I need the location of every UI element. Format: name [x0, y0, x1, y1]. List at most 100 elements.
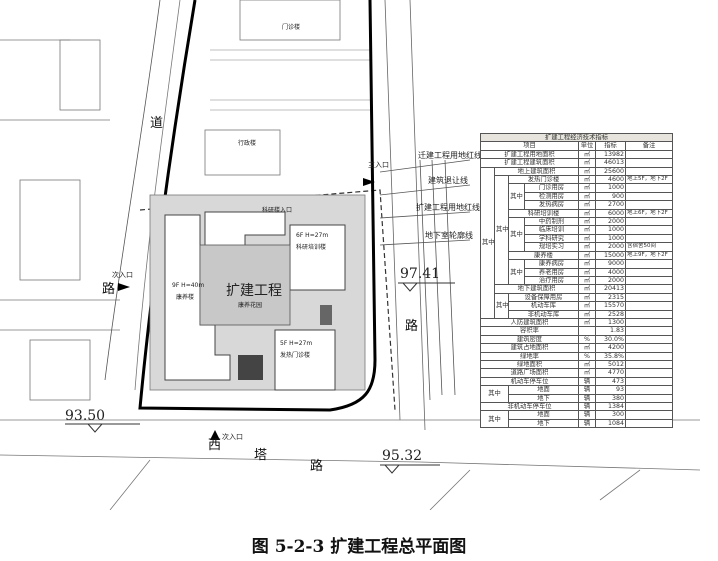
- item-cell: 治疗用房: [524, 275, 579, 286]
- note-cell: [624, 401, 674, 412]
- fever-label: 发热门诊楼: [280, 352, 311, 359]
- value-cell: 1000: [595, 183, 626, 193]
- admin-label: 行政楼: [238, 140, 257, 147]
- item-cell: 中药制剂: [524, 217, 579, 227]
- unit-cell: ㎡: [578, 275, 596, 286]
- note-cell: [624, 183, 674, 193]
- main-entrance-label: 主入口: [368, 161, 389, 169]
- item-cell: 地下建筑面积: [494, 284, 579, 294]
- note-cell: [624, 376, 674, 387]
- table-row: 绿地率%35.8%: [480, 351, 674, 361]
- road-label: 路: [310, 459, 324, 474]
- note-cell: [624, 410, 674, 420]
- value-cell: 20413: [595, 284, 626, 294]
- item-cell: 非机动车停车位: [480, 401, 579, 412]
- note-cell: [624, 385, 674, 395]
- table-row: 建筑密度%30.0%: [480, 334, 674, 345]
- item-cell: 绿地率: [480, 351, 579, 361]
- unit-cell: ㎡: [578, 292, 596, 303]
- item-cell: 科研培训楼: [508, 208, 579, 219]
- unit-cell: ㎡: [578, 309, 596, 319]
- item-cell: 临床培训: [524, 225, 579, 235]
- legend-line-label: 迁建工程用地红线: [418, 151, 482, 160]
- group-label-cell: 其中: [494, 175, 509, 286]
- value-cell: 380: [595, 393, 626, 404]
- note-cell: [624, 200, 674, 210]
- value-cell: 1300: [595, 317, 626, 328]
- item-cell: 门诊用房: [524, 183, 579, 193]
- item-cell: 扩建工程建筑面积: [480, 158, 579, 168]
- item-cell: 检测用房: [524, 191, 579, 202]
- header-note: 备注: [624, 141, 674, 151]
- unit-cell: ㎡: [578, 217, 596, 227]
- value-cell: 46013: [595, 158, 626, 168]
- note-cell: [624, 393, 674, 404]
- note-cell: [624, 317, 674, 328]
- note-cell: 含宿舍50间: [624, 242, 674, 252]
- value-cell: 300: [595, 410, 626, 420]
- unit-cell: ㎡: [578, 208, 596, 219]
- unit-cell: ㎡: [578, 317, 596, 328]
- note-cell: [624, 166, 674, 177]
- west-entrance-label: 次入口: [112, 271, 133, 279]
- unit-cell: ㎡: [578, 368, 596, 378]
- value-cell: 1384: [595, 401, 626, 412]
- note-cell: [624, 267, 674, 277]
- value-cell: 2000: [595, 217, 626, 227]
- unit-cell: ㎡: [578, 343, 596, 353]
- west-entrance-arrow-icon: [118, 283, 130, 291]
- outpatient-label: 门诊楼: [282, 24, 301, 31]
- project-label: 扩建工程: [226, 283, 282, 299]
- note-cell: [624, 326, 674, 336]
- note-cell: [624, 259, 674, 269]
- item-cell: 道路广场面积: [480, 368, 579, 378]
- item-cell: 扩建工程用地面积: [480, 149, 579, 160]
- item-cell: 地下: [508, 418, 579, 429]
- value-cell: 4770: [595, 368, 626, 378]
- group-label-cell: 其中: [480, 385, 509, 403]
- group-label-cell: 其中: [508, 259, 525, 286]
- value-cell: 15570: [595, 301, 626, 311]
- unit-cell: %: [578, 334, 596, 345]
- unit-cell: ㎡: [578, 301, 596, 311]
- value-cell: 25600: [595, 166, 626, 177]
- unit-cell: ㎡: [578, 284, 596, 294]
- value-cell: 4200: [595, 343, 626, 353]
- item-cell: 地上建筑面积: [494, 166, 579, 177]
- value-cell: 2528: [595, 309, 626, 319]
- value-cell: 2315: [595, 292, 626, 303]
- item-cell: 康养病房: [524, 259, 579, 269]
- unit-cell: [578, 326, 596, 336]
- item-cell: 机动车停车位: [480, 376, 579, 387]
- note-cell: [624, 292, 674, 303]
- note-cell: [624, 418, 674, 429]
- item-cell: 学科研究: [524, 233, 579, 244]
- road-label: 西: [208, 438, 222, 453]
- legend-line-label: 扩建工程用地红线: [416, 203, 480, 212]
- research-label: 科研培训楼: [296, 244, 327, 251]
- note-cell: 地上5F，地下2F: [624, 175, 674, 185]
- value-cell: 93: [595, 385, 626, 395]
- unit-cell: ㎡: [578, 242, 596, 252]
- elevation-se: 95.32: [382, 448, 423, 464]
- note-cell: [624, 158, 674, 168]
- value-cell: 1.83: [595, 326, 626, 336]
- value-cell: 6000: [595, 208, 626, 219]
- item-cell: 康养楼: [508, 250, 579, 261]
- unit-cell: ㎡: [578, 225, 596, 235]
- value-cell: 9000: [595, 259, 626, 269]
